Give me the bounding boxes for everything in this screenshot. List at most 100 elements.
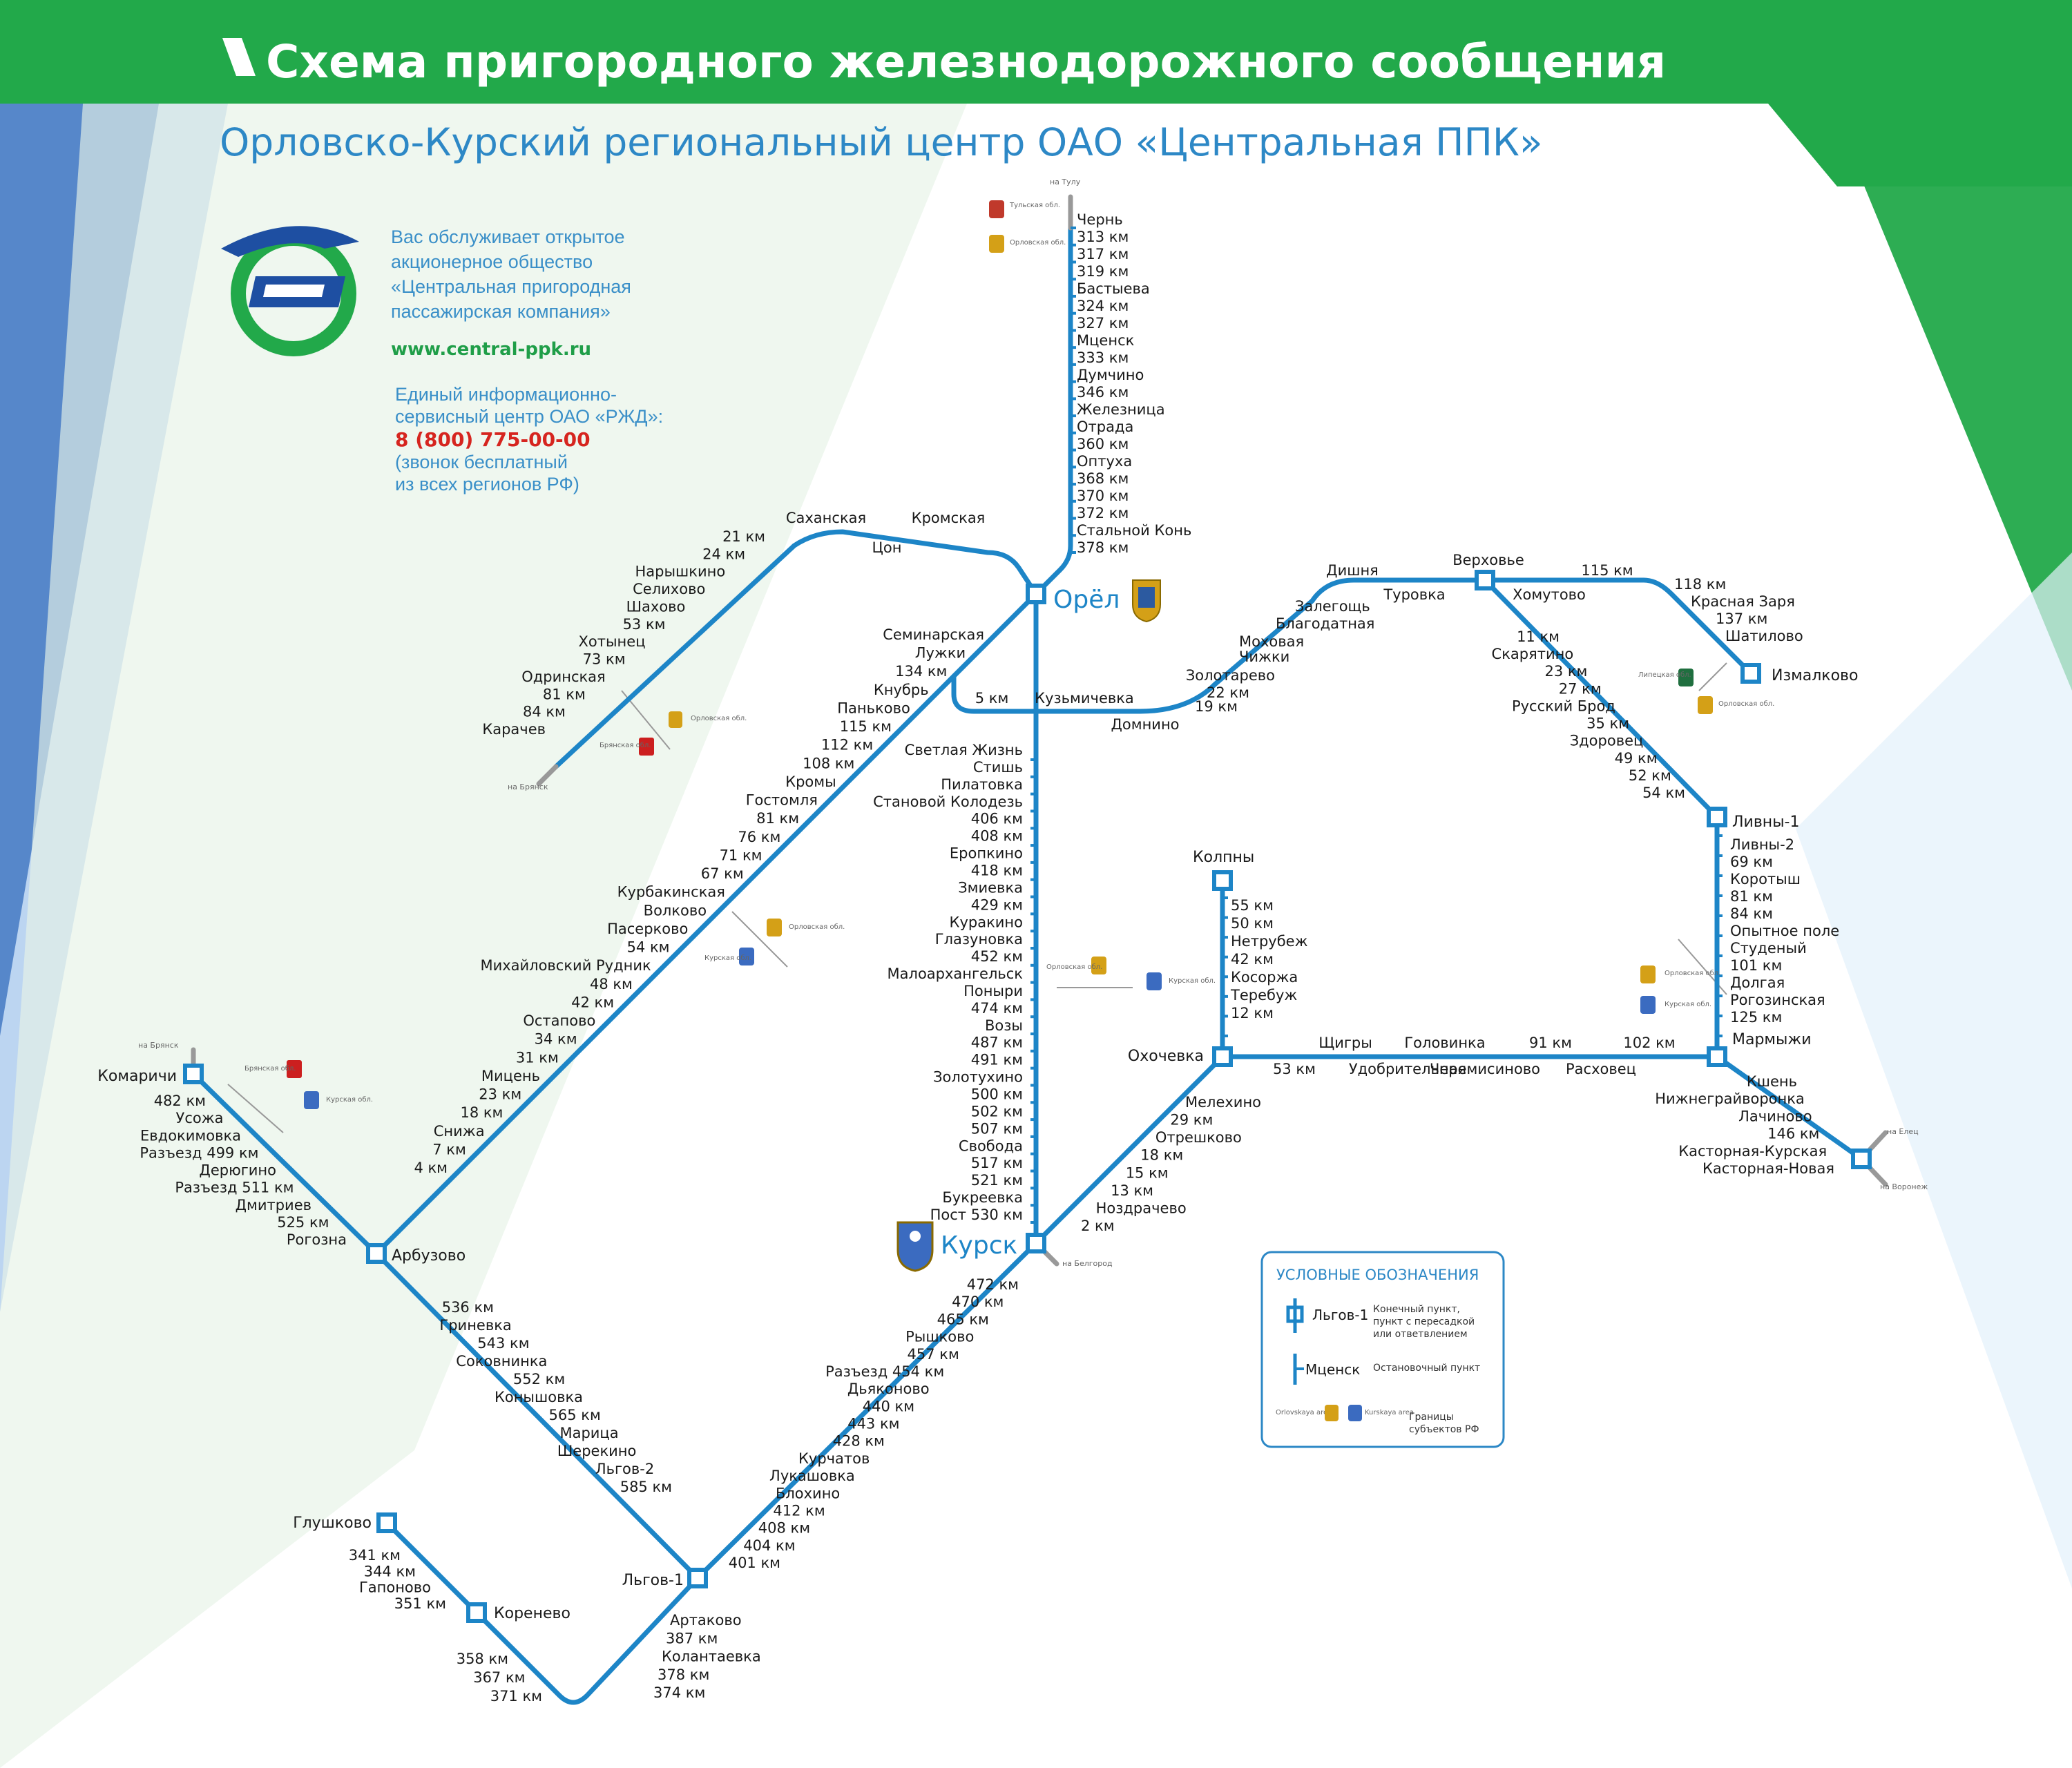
station-orel-arbuzovo-18[interactable]: Михайловский Рудник — [480, 957, 651, 974]
station-orel-kursk-27[interactable]: Пост 530 км — [930, 1207, 1023, 1223]
station-bryansk-orel-1[interactable]: 24 км — [702, 546, 745, 562]
station-livny-marmyzhi-5[interactable]: Опытное поле — [1730, 923, 1839, 939]
station-kursk-lgov-2[interactable]: 465 км — [937, 1311, 989, 1327]
station-orel-kursk-5[interactable]: 408 км — [971, 828, 1023, 845]
kolpny-marker[interactable] — [1212, 870, 1233, 891]
station-kursk-lgov-13[interactable]: 412 км — [773, 1502, 825, 1519]
station-verkhovye-livny-3[interactable]: 27 км — [1559, 680, 1602, 697]
station-kolpny-okhochevka-0[interactable]: 55 км — [1231, 897, 1274, 914]
station-tula-4[interactable]: Бастыева — [1077, 280, 1150, 297]
station-orel-kursk-4[interactable]: 406 км — [971, 811, 1023, 827]
station-kursk-lgov-8[interactable]: 443 км — [847, 1416, 899, 1432]
station-tula-15[interactable]: 368 км — [1077, 470, 1129, 487]
station-arbuzovo-lgov-10[interactable]: 585 км — [620, 1479, 672, 1495]
station-orel-arbuzovo-27[interactable]: Снижа — [434, 1123, 485, 1140]
station-okhochevka-marmyzhi-1[interactable]: Щигры — [1318, 1035, 1372, 1051]
station-orel-kursk-19[interactable]: Золотухино — [933, 1069, 1023, 1086]
station-kursk-okhochevka-6[interactable]: Ноздрачево — [1096, 1200, 1187, 1216]
station-glushkovo-korenevo-3[interactable]: 351 км — [394, 1595, 446, 1612]
station-kursk-lgov-7[interactable]: 440 км — [863, 1398, 914, 1414]
station-marmyzhi-kastornaya-2[interactable]: Лачиново — [1738, 1108, 1812, 1124]
station-livny-marmyzhi-0[interactable]: Ливны-2 — [1730, 836, 1794, 853]
station-orel-kursk-24[interactable]: 517 км — [971, 1155, 1023, 1171]
station-tula-11[interactable]: Железница — [1077, 401, 1165, 418]
station-orel-east-17[interactable]: 137 км — [1716, 611, 1767, 627]
junction-kolpny[interactable]: Колпны — [1193, 849, 1254, 866]
station-kolpny-okhochevka-4[interactable]: Косоржа — [1231, 969, 1298, 986]
station-kolpny-okhochevka-2[interactable]: Нетрубеж — [1231, 933, 1308, 950]
station-kursk-lgov-16[interactable]: 401 км — [729, 1555, 780, 1571]
station-kolpny-okhochevka-1[interactable]: 50 км — [1231, 915, 1274, 932]
station-tula-16[interactable]: 370 км — [1077, 488, 1129, 504]
station-verkhovye-livny-8[interactable]: 52 км — [1629, 767, 1671, 784]
station-glushkovo-korenevo-2[interactable]: Гапоново — [359, 1579, 431, 1596]
station-okhochevka-marmyzhi-3[interactable]: Головинка — [1404, 1035, 1485, 1051]
station-orel-kursk-2[interactable]: Пилатовка — [941, 776, 1023, 793]
station-orel-kursk-13[interactable]: Малоархангельск — [888, 965, 1023, 982]
station-kolpny-okhochevka-3[interactable]: 42 км — [1231, 951, 1274, 968]
station-kursk-okhochevka-2[interactable]: Отрешково — [1155, 1129, 1242, 1146]
station-orel-arbuzovo-6[interactable]: 112 км — [821, 737, 873, 753]
station-orel-east-11[interactable]: Туровка — [1383, 586, 1445, 603]
station-kursk-lgov-11[interactable]: Лукашовка — [769, 1468, 855, 1484]
junction-lgov1[interactable]: Льгов-1 — [622, 1572, 684, 1589]
station-orel-arbuzovo-19[interactable]: 48 км — [590, 976, 633, 992]
station-tula-5[interactable]: 324 км — [1077, 298, 1129, 314]
station-tula-14[interactable]: Оптуха — [1077, 453, 1132, 470]
station-bryansk-orel-10[interactable]: 84 км — [523, 704, 566, 720]
station-orel-arbuzovo-28[interactable]: 7 км — [432, 1141, 466, 1157]
station-orel-kursk-17[interactable]: 487 км — [971, 1035, 1023, 1051]
hub-kursk[interactable]: Курск — [941, 1231, 1017, 1260]
station-arbuzovo-lgov-6[interactable]: 565 км — [549, 1407, 601, 1423]
station-komarichi-arbuzovo-7[interactable]: 525 км — [277, 1214, 329, 1231]
station-marmyzhi-kastornaya-1[interactable]: Нижнеграйворонка — [1655, 1090, 1805, 1107]
station-orel-kursk-26[interactable]: Букреевка — [942, 1189, 1023, 1206]
station-orel-east-0[interactable]: 5 км — [975, 690, 1009, 707]
station-arbuzovo-lgov-4[interactable]: 552 км — [513, 1371, 565, 1387]
station-orel-top-2[interactable]: Кромская — [912, 510, 986, 526]
station-orel-east-12[interactable]: Верховье — [1452, 552, 1524, 568]
station-tula-19[interactable]: 378 км — [1077, 539, 1129, 556]
station-orel-arbuzovo-22[interactable]: 34 км — [535, 1031, 577, 1048]
station-korenevo-south-1[interactable]: 367 км — [473, 1669, 525, 1686]
station-orel-east-10[interactable]: Дишня — [1326, 562, 1379, 579]
station-livny-marmyzhi-8[interactable]: Долгая — [1730, 974, 1785, 991]
station-livny-marmyzhi-10[interactable]: 125 км — [1730, 1009, 1782, 1026]
junction-izmalkovo[interactable]: Измалково — [1772, 667, 1858, 684]
station-orel-kursk-1[interactable]: Стишь — [973, 759, 1023, 776]
station-kursk-lgov-10[interactable]: Курчатов — [798, 1450, 870, 1467]
junction-okhochevka[interactable]: Охочевка — [1128, 1048, 1204, 1065]
station-kursk-lgov-5[interactable]: Разъезд 454 км — [825, 1363, 944, 1380]
station-tula-18[interactable]: Стальной Конь — [1077, 522, 1191, 539]
station-kursk-okhochevka-3[interactable]: 18 км — [1140, 1147, 1183, 1164]
station-orel-arbuzovo-15[interactable]: Волково — [644, 902, 707, 919]
station-livny-marmyzhi-7[interactable]: 101 км — [1730, 957, 1782, 974]
station-kursk-lgov-1[interactable]: 470 км — [952, 1294, 1004, 1310]
station-orel-east-14[interactable]: 115 км — [1581, 562, 1633, 579]
station-kursk-okhochevka-5[interactable]: 13 км — [1111, 1182, 1153, 1199]
station-verkhovye-livny-2[interactable]: 23 км — [1544, 663, 1587, 680]
station-kursk-okhochevka-4[interactable]: 15 км — [1126, 1164, 1169, 1181]
station-okhochevka-marmyzhi-7[interactable]: 102 км — [1623, 1035, 1675, 1051]
station-orel-kursk-23[interactable]: Свобода — [959, 1137, 1023, 1154]
station-orel-kursk-10[interactable]: Куракино — [950, 914, 1023, 930]
station-bryansk-orel-8[interactable]: Одринская — [521, 669, 606, 685]
junction-glushkovo[interactable]: Глушково — [293, 1515, 372, 1532]
station-tula-0[interactable]: Чернь — [1077, 211, 1123, 228]
lgov1-marker[interactable] — [687, 1568, 708, 1588]
station-glushkovo-korenevo-1[interactable]: 344 км — [364, 1563, 416, 1579]
verkhovye-marker[interactable] — [1475, 570, 1495, 590]
station-marmyzhi-kastornaya-0[interactable]: Кшень — [1747, 1073, 1797, 1090]
station-orel-east-13[interactable]: Хомутово — [1513, 586, 1586, 603]
station-orel-kursk-11[interactable]: Глазуновка — [935, 931, 1023, 948]
station-livny-marmyzhi-4[interactable]: 84 км — [1730, 905, 1773, 922]
station-komarichi-arbuzovo-8[interactable]: Рогозна — [287, 1231, 347, 1248]
station-lgov-south-4[interactable]: 374 км — [653, 1684, 705, 1701]
station-orel-top-1[interactable]: Цон — [872, 539, 902, 556]
station-livny-marmyzhi-1[interactable]: 69 км — [1730, 854, 1773, 870]
kastornaya-marker[interactable] — [1851, 1149, 1872, 1169]
station-arbuzovo-lgov-1[interactable]: Гриневка — [439, 1317, 511, 1334]
station-orel-top-0[interactable]: Саханская — [786, 510, 866, 526]
station-orel-east-7[interactable]: Моховая — [1239, 633, 1304, 650]
station-orel-east-16[interactable]: Красная Заря — [1691, 593, 1795, 610]
